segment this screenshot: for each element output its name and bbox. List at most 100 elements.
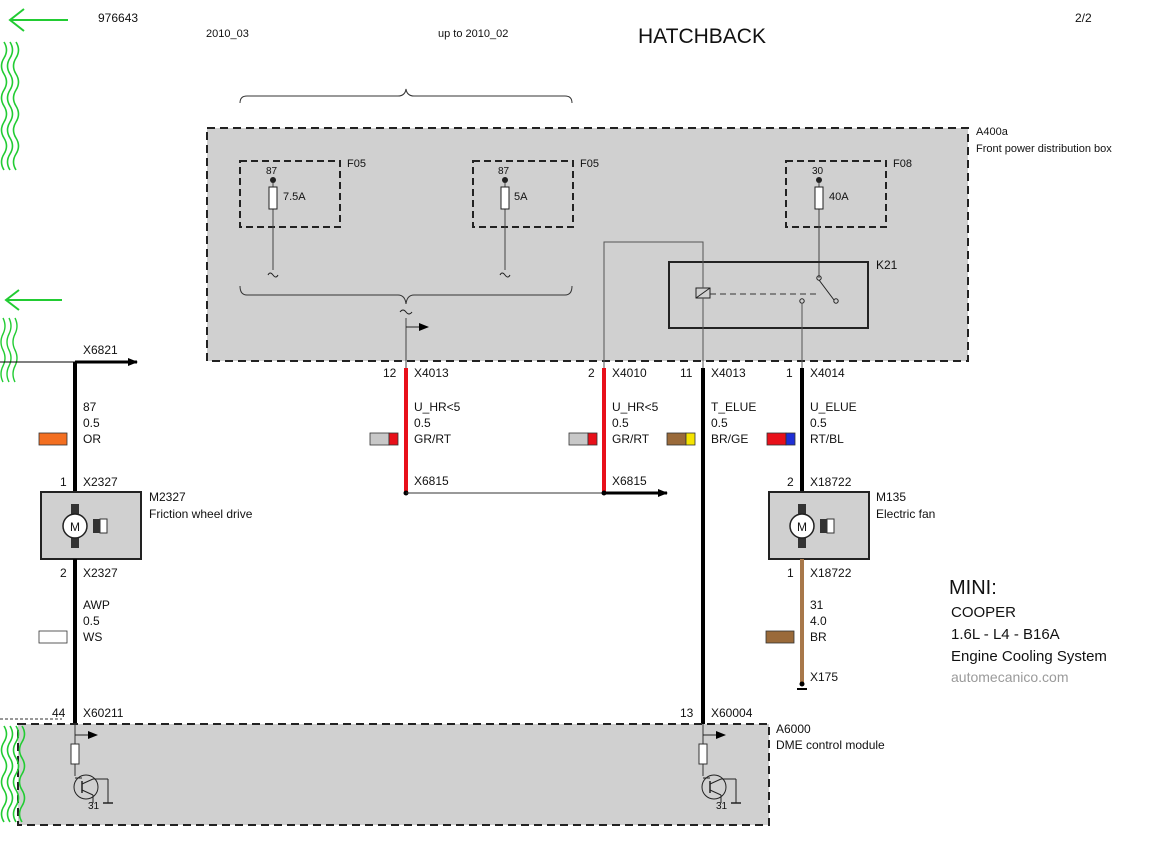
wire-grrt-1-swatch: [369, 432, 399, 446]
a400a-name: Front power distribution box: [976, 143, 1112, 155]
wire-grrt-2-size: 0.5: [612, 416, 629, 430]
fuse-f08-box: [785, 160, 887, 228]
fuse-f08-rating: 40A: [829, 191, 849, 203]
x60211-label: X60211: [83, 706, 124, 720]
nav-back-mid-icon[interactable]: [4, 289, 62, 311]
m135-box: [768, 491, 870, 560]
x4014-1-label: X4014: [810, 366, 845, 380]
x4010-2-label: X4010: [612, 366, 647, 380]
wire-br-size: 4.0: [810, 614, 827, 628]
brand-system: Engine Cooling System: [951, 648, 1107, 665]
wire-or-color: OR: [83, 432, 101, 446]
x4010-2-pin: 2: [588, 366, 595, 380]
inner-brace: [239, 285, 573, 305]
brand-engine: 1.6L - L4 - B16A: [951, 626, 1060, 643]
wire-brge-color: BR/GE: [711, 432, 748, 446]
wire-brge-size: 0.5: [711, 416, 728, 430]
x18722-2-pin: 2: [787, 475, 794, 489]
wire-ws-signal: AWP: [83, 598, 110, 612]
x6815-a-label: X6815: [414, 474, 449, 488]
wire-br-swatch: [765, 630, 795, 644]
fuse-f05-b-pin: 87: [498, 166, 510, 177]
nav-back-top-icon[interactable]: [8, 8, 68, 32]
a6000-id: A6000: [776, 722, 811, 736]
brand-site[interactable]: automecanico.com: [951, 669, 1069, 685]
fuse-f05-b-id: F05: [580, 158, 599, 170]
ground-31-left: 31: [88, 801, 100, 812]
ground-31-right: 31: [716, 801, 728, 812]
fuse-f05-a-rating: 7.5A: [283, 191, 306, 203]
wire-br-color: BR: [810, 630, 827, 644]
wire-rtbl-swatch: [766, 432, 796, 446]
x18722-1-pin: 1: [787, 566, 794, 580]
wire-rtbl-size: 0.5: [810, 416, 827, 430]
wire-brge-swatch: [666, 432, 696, 446]
wire-rtbl-color: RT/BL: [810, 432, 844, 446]
wire-or-signal: 87: [83, 400, 97, 414]
x18722-2-label: X18722: [810, 475, 852, 489]
fuse-f05-b-rating: 5A: [514, 191, 528, 203]
wire-ws-color: WS: [83, 630, 102, 644]
x2327-2-label: X2327: [83, 566, 118, 580]
x60211-pin: 44: [52, 706, 66, 720]
wire-break-icon: [499, 272, 511, 278]
wire-or-size: 0.5: [83, 416, 100, 430]
wire-ws-swatch: [38, 630, 68, 644]
x60004-pin: 13: [680, 706, 694, 720]
relay-coil-wire: [603, 241, 704, 368]
m2327-name: Friction wheel drive: [149, 507, 253, 521]
brand-make: MINI:: [949, 577, 997, 599]
a6000-box: [17, 723, 770, 826]
page-number: 2/2: [1075, 11, 1092, 25]
x175-label: X175: [810, 670, 838, 684]
fuse-f08-pin: 30: [812, 166, 824, 177]
x6821-label: X6821: [83, 343, 118, 357]
page-title: HATCHBACK: [638, 25, 766, 48]
left-wave-top: [0, 41, 20, 171]
wire-grrt-2-swatch: [568, 432, 598, 446]
wire-brge-signal: T_ELUE: [711, 400, 756, 414]
x2327-2-pin: 2: [60, 566, 67, 580]
motor-icon: M: [62, 504, 108, 548]
transistor-icon: [698, 724, 741, 804]
m135-id: M135: [876, 490, 906, 504]
top-brace: [239, 88, 573, 104]
wire-grrt-1-size: 0.5: [414, 416, 431, 430]
x6815-b-label: X6815: [612, 474, 647, 488]
x4013-11-label: X4013: [711, 366, 746, 380]
fuse-f05-a-pin: 87: [266, 166, 278, 177]
x4013-11-pin: 11: [680, 366, 693, 380]
ground-icon: [797, 681, 807, 690]
brand-model: COOPER: [951, 604, 1016, 621]
m2327-id: M2327: [149, 490, 186, 504]
x4013-12-label: X4013: [414, 366, 449, 380]
a400a-id: A400a: [976, 126, 1009, 138]
fuse-icon: [268, 177, 278, 270]
fuse-f05-b-box: [472, 160, 574, 228]
motor-m-label: M: [70, 520, 80, 534]
doc-number: 976643: [98, 11, 138, 25]
left-wave-bottom: [0, 725, 26, 823]
wire-grrt-2-signal: U_HR<5: [612, 400, 659, 414]
wire-rtbl-signal: U_ELUE: [810, 400, 857, 414]
transistor-icon: [70, 724, 113, 804]
x18722-1-label: X18722: [810, 566, 852, 580]
date-right: up to 2010_02: [438, 28, 508, 40]
wire-grrt-1-color: GR/RT: [414, 432, 452, 446]
motor-m-label: M: [797, 520, 807, 534]
fuse-icon: [500, 177, 510, 270]
wire-or-swatch: [38, 432, 68, 446]
m2327-box: [40, 491, 142, 560]
fuse-f05-a-id: F05: [347, 158, 366, 170]
x2327-1-pin: 1: [60, 475, 67, 489]
a6000-name: DME control module: [776, 738, 885, 752]
left-wave-mid: [0, 317, 18, 383]
wire-grrt-2-color: GR/RT: [612, 432, 650, 446]
x4014-1-pin: 1: [786, 366, 793, 380]
branch-arrow-icon: [399, 309, 429, 368]
wire-break-icon: [267, 272, 279, 278]
x4013-12-pin: 12: [383, 366, 397, 380]
date-left: 2010_03: [206, 28, 249, 40]
wire-ws-size: 0.5: [83, 614, 100, 628]
